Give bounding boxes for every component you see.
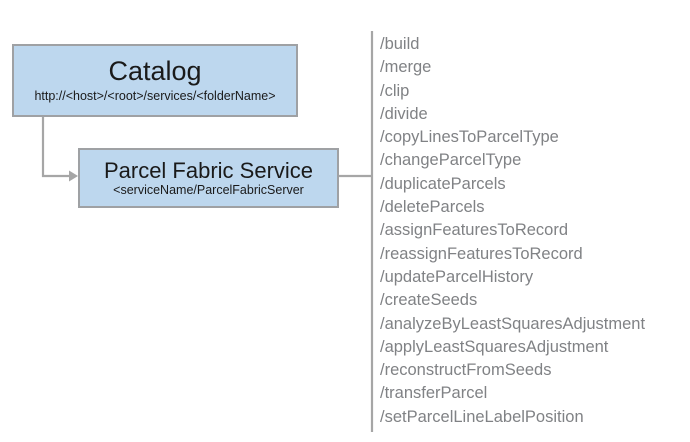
catalog-to-service-connector (41, 117, 70, 178)
operation-item[interactable]: /merge (380, 58, 432, 77)
operation-item[interactable]: /updateParcelHistory (380, 267, 534, 286)
operation-item[interactable]: /divide (380, 104, 428, 123)
operation-item[interactable]: /applyLeastSquaresAdjustment (380, 337, 609, 356)
operation-item[interactable]: /reassignFeaturesToRecord (380, 244, 583, 263)
operation-item[interactable]: /changeParcelType (380, 151, 522, 170)
operations-list: /build/merge/clip/divide/copyLinesToParc… (380, 33, 680, 429)
operation-item[interactable]: /setParcelLineLabelPosition (380, 407, 584, 426)
operation-item[interactable]: /copyLinesToParcelType (380, 128, 559, 147)
operation-item[interactable]: /analyzeByLeastSquaresAdjustment (380, 314, 646, 333)
operation-item[interactable]: /clip (380, 81, 410, 100)
parcel-fabric-service-node[interactable]: Parcel Fabric Service <serviceName/Parce… (78, 148, 339, 208)
operation-item[interactable]: /createSeeds (380, 291, 478, 310)
operation-item[interactable]: /reconstructFromSeeds (380, 361, 552, 380)
parcel-fabric-service-node-title: Parcel Fabric Service (103, 157, 314, 183)
catalog-to-service-arrowhead (69, 170, 78, 182)
catalog-node-subtitle: http://<host>/<root>/services/<folderNam… (34, 88, 276, 103)
operation-item[interactable]: /build (380, 35, 420, 53)
catalog-node-title: Catalog (108, 56, 202, 87)
operation-item[interactable]: /assignFeaturesToRecord (380, 221, 569, 240)
parcel-fabric-service-node-subtitle: <serviceName/ParcelFabricServer (113, 182, 304, 197)
operation-item[interactable]: /transferParcel (380, 384, 488, 403)
operation-item[interactable]: /deleteParcels (380, 198, 485, 217)
catalog-node[interactable]: Catalog http://<host>/<root>/services/<f… (12, 44, 298, 117)
operation-item[interactable]: /duplicateParcels (380, 174, 506, 193)
